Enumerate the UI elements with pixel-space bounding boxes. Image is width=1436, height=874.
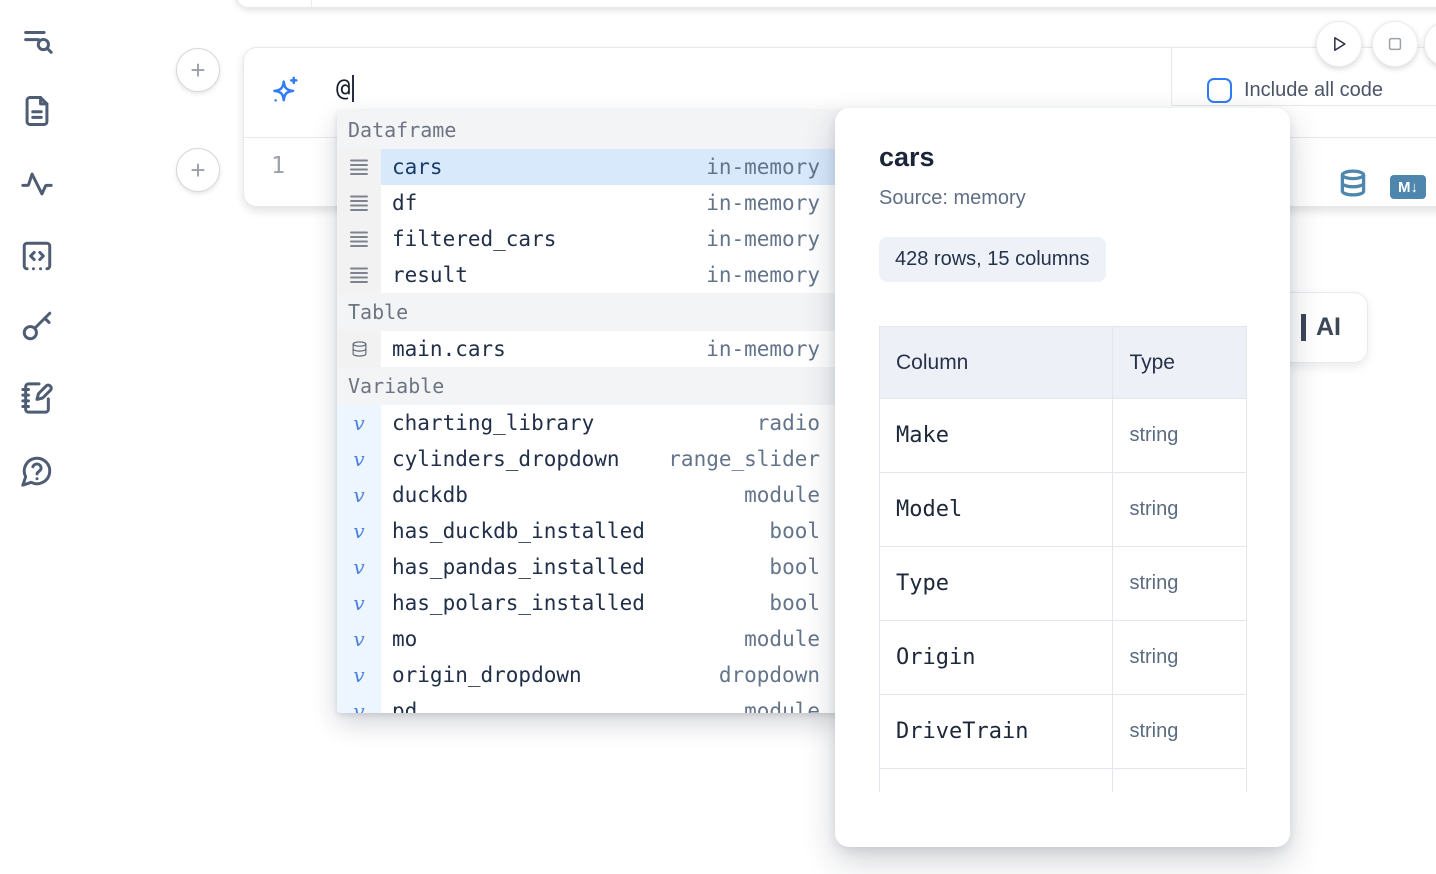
- editor-line-number: 1: [271, 153, 285, 179]
- section-header-dataframe: Dataframe: [337, 111, 842, 149]
- notebook-pen-icon: [21, 382, 53, 414]
- sidebar-item-help[interactable]: [18, 452, 56, 490]
- text-cursor: [352, 75, 354, 102]
- dataframe-rows-icon: [337, 149, 381, 185]
- variable-icon: v: [337, 585, 381, 621]
- stop-cell-button[interactable]: [1372, 21, 1418, 67]
- datasource-connection-icon[interactable]: [1338, 167, 1368, 199]
- sidebar-item-dependencies[interactable]: [18, 165, 56, 203]
- sidebar: [0, 0, 72, 874]
- help-chat-icon: [21, 456, 52, 487]
- sidebar-item-scratchpad[interactable]: [18, 379, 56, 417]
- schema-table: Column Type Make string Model string Typ…: [879, 326, 1247, 792]
- schema-header-row: Column Type: [879, 326, 1247, 399]
- variable-icon: v: [337, 477, 381, 513]
- play-icon: [1334, 37, 1346, 51]
- variable-icon: v: [337, 693, 381, 713]
- database-icon: [337, 331, 381, 367]
- section-header-variable: Variable: [337, 367, 842, 405]
- cell-right-divider: [1171, 105, 1436, 106]
- file-document-icon: [25, 96, 49, 126]
- dataframe-rows-icon: [337, 185, 381, 221]
- variable-icon: v: [337, 549, 381, 585]
- cell-vertical-divider: [1171, 48, 1172, 105]
- markdown-convert-icon[interactable]: M↓: [1390, 175, 1426, 199]
- dataframe-rows-icon: [337, 221, 381, 257]
- variable-icon: v: [337, 513, 381, 549]
- dataframe-preview-panel: cars Source: memory 428 rows, 15 columns…: [835, 108, 1290, 847]
- key-icon: [22, 311, 52, 341]
- table-row: DriveTrain string: [879, 694, 1247, 769]
- activity-icon: [21, 172, 53, 196]
- schema-table-wrap: Column Type Make string Model string Typ…: [879, 326, 1247, 792]
- variable-icon: v: [337, 657, 381, 693]
- run-cell-button[interactable]: [1316, 21, 1362, 67]
- include-all-code-checkbox[interactable]: [1207, 78, 1232, 103]
- stop-icon: [1388, 37, 1402, 51]
- table-row: Type string: [879, 546, 1247, 621]
- sidebar-item-documentation[interactable]: [18, 92, 56, 130]
- sidebar-item-secrets[interactable]: [18, 307, 56, 345]
- previous-cell-gutter-divider: [311, 0, 312, 7]
- panel-source: Source: memory: [879, 187, 1026, 209]
- sidebar-item-file-explorer[interactable]: [18, 22, 56, 60]
- table-row: Origin string: [879, 620, 1247, 695]
- table-row: Model string: [879, 472, 1247, 547]
- sidebar-item-snippets[interactable]: [18, 237, 56, 275]
- previous-cell-edge: [235, 0, 1436, 8]
- section-header-table: Table: [337, 293, 842, 331]
- include-all-code-label: Include all code: [1244, 79, 1383, 101]
- dataframe-rows-icon: [337, 257, 381, 293]
- ai-sparkle-icon: [270, 76, 300, 106]
- ai-button-label: AI: [1316, 313, 1341, 341]
- shape-badge: 428 rows, 15 columns: [879, 237, 1106, 282]
- table-row-clipped: [879, 768, 1247, 792]
- variable-icon: v: [337, 405, 381, 441]
- list-search-icon: [24, 31, 53, 54]
- panel-title: cars: [879, 142, 935, 172]
- variable-icon: v: [337, 441, 381, 477]
- add-cell-below-button[interactable]: +: [176, 148, 220, 192]
- code-snippet-icon: [22, 241, 52, 271]
- clipped-letter-glyph: [1301, 314, 1306, 341]
- variable-icon: v: [337, 621, 381, 657]
- column-header: Column: [879, 326, 1114, 399]
- type-header: Type: [1112, 326, 1247, 399]
- add-cell-above-button[interactable]: +: [176, 48, 220, 92]
- ai-prompt-input[interactable]: @: [336, 74, 351, 102]
- table-row: Make string: [879, 398, 1247, 473]
